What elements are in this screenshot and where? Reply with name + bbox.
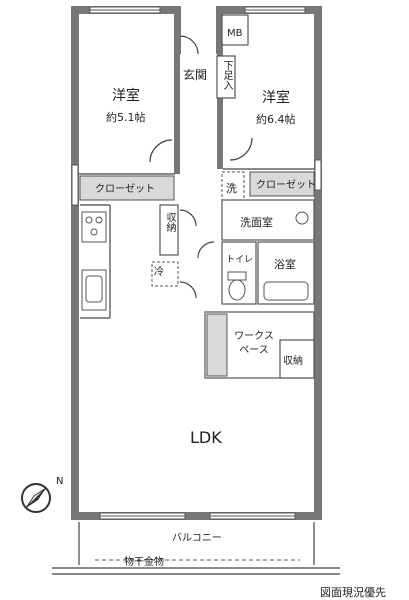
bath-label: 浴室 [274,257,296,271]
western1-size: 約5.1帖 [106,110,146,124]
workspace-label: ワークスペース [234,331,274,356]
western2-name: 洋室 [262,89,290,106]
mb-label: MB [227,28,243,39]
ldk-label: LDK [190,428,222,447]
closet2-label: クローゼット [256,179,316,191]
top-windows [89,6,306,520]
wash-small-label: 洗 [226,182,237,195]
toilet-fixture [227,271,247,301]
western1-name: 洋室 [112,87,140,104]
western2-size: 約6.4帖 [256,112,296,126]
washbasin [295,211,309,225]
toilet-label: トイレ [226,255,253,265]
kitchen [80,204,111,319]
fridge-label: 冷 [154,265,164,278]
washroom-label: 洗面室 [240,215,273,229]
interior-walls [79,14,315,379]
storage1-label: 収納 [164,212,175,232]
balcony-label: バルコニー [172,532,222,544]
compass-label: N [56,476,63,487]
shoe-label: 下足入 [221,60,232,90]
closet1-label: クローゼット [95,183,155,195]
laundry-label: 物干金物 [124,555,164,568]
footer-note: 図面現況優先 [320,585,386,599]
side-windows [71,159,322,206]
compass-icon [21,483,51,513]
doors [149,35,253,299]
storage2-label: 収納 [283,354,303,367]
balcony [52,522,340,575]
entrance-label: 玄関 [183,67,207,82]
